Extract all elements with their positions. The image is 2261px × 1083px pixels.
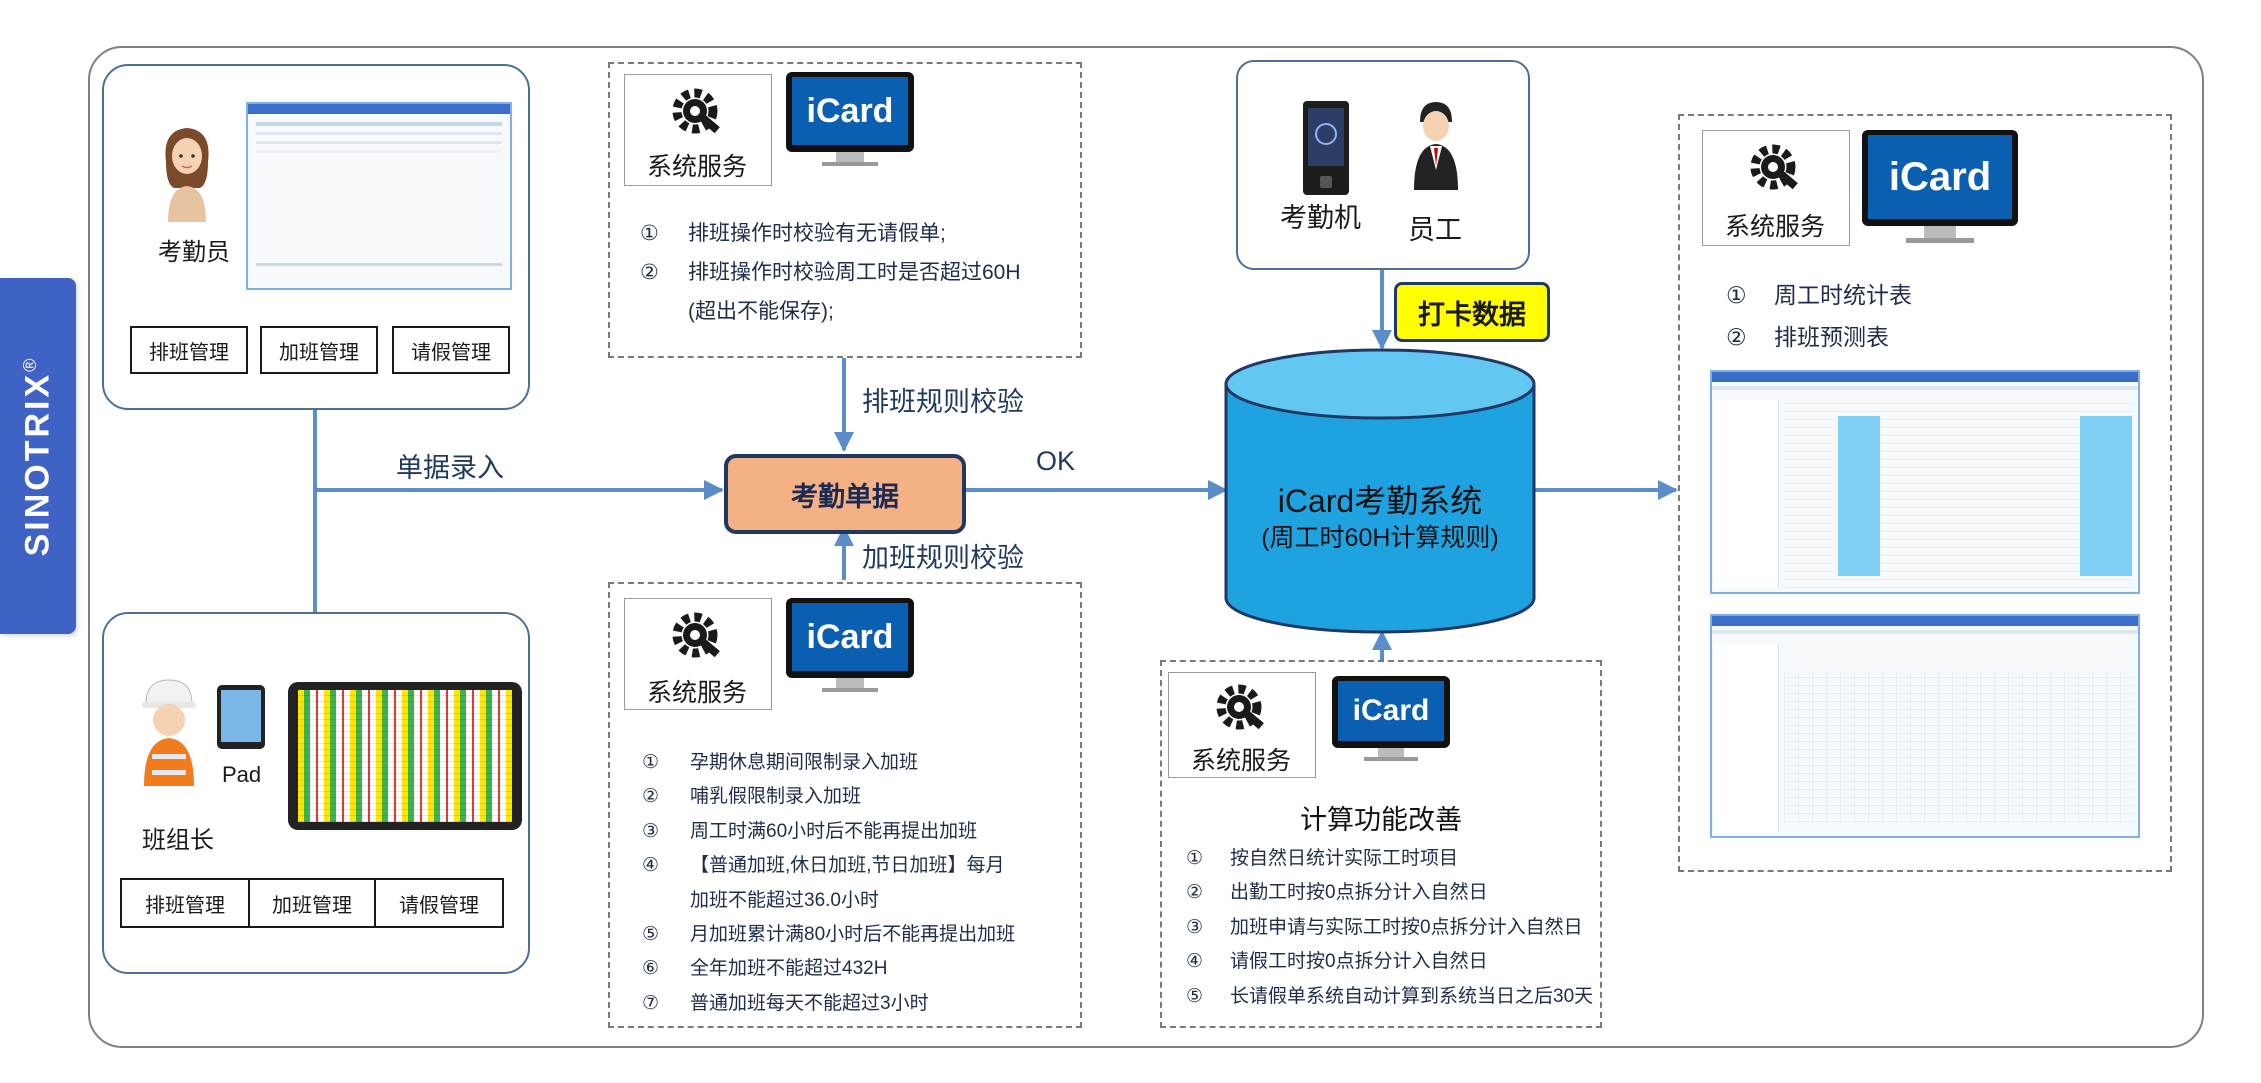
service-bottom-tile: 系统服务 [624, 598, 772, 710]
attendance-document-node: 考勤单据 [724, 454, 966, 534]
diagram-frame [88, 46, 2204, 1048]
calc-service-label: 系统服务 [1191, 747, 1292, 775]
calc-title: 计算功能改善 [1300, 805, 1462, 835]
clerk-box: 考勤员 排班管理 加班管理 请假管理 [102, 64, 530, 410]
clerk-avatar-icon [165, 128, 209, 222]
clerk-screen-thumbnail [246, 102, 512, 290]
team-leader-box: Pad 班组长 排班管理 加班管理 请假管理 [102, 612, 530, 974]
icard-monitor-icon: iCard [786, 598, 914, 694]
team-leave-button[interactable]: 请假管理 [374, 878, 504, 928]
clerk-schedule-button[interactable]: 排班管理 [130, 326, 248, 374]
employee-label: 员工 [1408, 215, 1462, 245]
team-leader-label: 班组长 [142, 827, 214, 854]
pad-icon [217, 685, 265, 749]
schedule-forecast-report-thumbnail [1710, 614, 2140, 838]
team-leader-avatar-icon [142, 679, 196, 786]
ok-label: OK [1036, 446, 1076, 476]
gear-wrench-icon [1216, 684, 1264, 730]
database-title: iCard考勤系统 [1277, 483, 1483, 519]
service-top-tile: 系统服务 [624, 74, 772, 186]
icard-database-icon [1224, 348, 1536, 634]
gear-wrench-icon [1750, 144, 1798, 190]
list-item: (超出不能保存); [688, 300, 834, 323]
calc-service-tile: 系统服务 [1168, 672, 1316, 778]
machine-label: 考勤机 [1280, 203, 1361, 233]
database-subtitle: (周工时60H计算规则) [1261, 524, 1499, 552]
tablet-screen [298, 690, 512, 822]
clerk-leave-button[interactable]: 请假管理 [392, 326, 510, 374]
list-item: ④【普通加班,休日加班,节日加班】每月 [642, 855, 1005, 877]
tablet-device [288, 682, 522, 830]
team-overtime-button[interactable]: 加班管理 [248, 878, 376, 928]
gear-wrench-icon [672, 612, 720, 658]
report-service-tile: 系统服务 [1702, 130, 1850, 246]
brand-tab [0, 278, 76, 634]
team-schedule-button[interactable]: 排班管理 [120, 878, 250, 928]
device-box: 考勤机 员工 [1236, 60, 1530, 270]
service-bottom-label: 系统服务 [647, 679, 748, 707]
pad-label: Pad [222, 762, 262, 787]
clerk-label: 考勤员 [158, 239, 230, 266]
icard-monitor-icon: iCard [1862, 130, 2018, 246]
clerk-overtime-button[interactable]: 加班管理 [260, 326, 378, 374]
employee-icon [1414, 102, 1458, 190]
overtime-check-label: 加班规则校验 [862, 543, 1024, 573]
punch-data-badge: 打卡数据 [1394, 282, 1550, 342]
entry-label: 单据录入 [396, 453, 504, 483]
gear-wrench-icon [672, 88, 720, 134]
report-service-label: 系统服务 [1725, 213, 1826, 241]
weekly-hours-report-thumbnail [1710, 370, 2140, 594]
schedule-check-label: 排班规则校验 [862, 387, 1024, 417]
list-item: 加班不能超过36.0小时 [690, 889, 879, 911]
attendance-machine-icon [1303, 101, 1349, 195]
icard-monitor-icon: iCard [1332, 676, 1450, 764]
service-top-label: 系统服务 [647, 153, 748, 181]
icard-monitor-icon: iCard [786, 72, 914, 168]
